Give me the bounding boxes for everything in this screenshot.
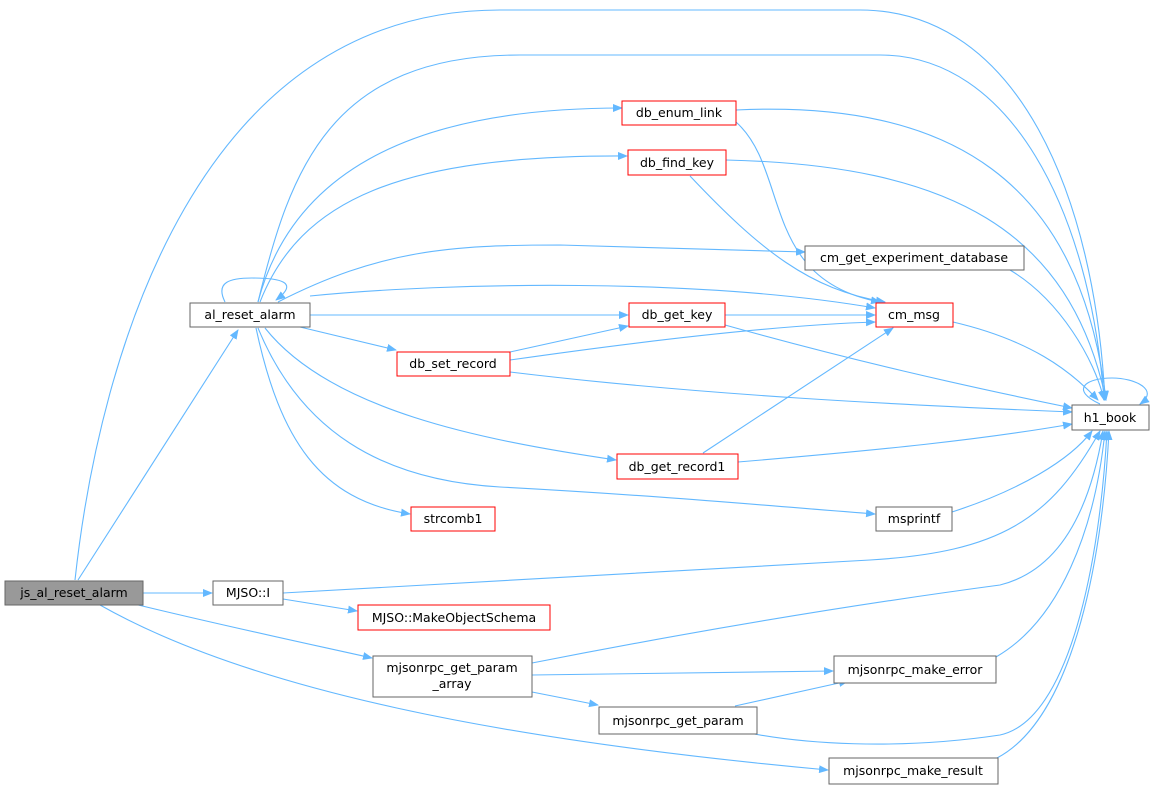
edges bbox=[74, 9, 1150, 774]
node-mjso-makeobjectschema[interactable]: MJSO::MakeObjectSchema bbox=[357, 604, 551, 631]
node-mjsonrpc-get-param[interactable]: mjsonrpc_get_param bbox=[598, 706, 758, 735]
edge-al-to-db-get-record1 bbox=[264, 327, 617, 463]
node-label-line1: mjsonrpc_get_param bbox=[386, 660, 517, 675]
edge-make-result-to-h1-book bbox=[996, 430, 1113, 759]
node-msprintf[interactable]: msprintf bbox=[875, 506, 953, 532]
edge-make-error-to-h1-book bbox=[995, 430, 1109, 658]
node-label: db_enum_link bbox=[636, 105, 723, 120]
edge-enum-link-to-cm-msg bbox=[735, 121, 881, 305]
edge-get-record1-to-cm-msg bbox=[702, 327, 894, 454]
node-db-find-key[interactable]: db_find_key bbox=[627, 149, 727, 176]
node-al-reset-alarm[interactable]: al_reset_alarm bbox=[189, 302, 311, 328]
edge-param-array-to-h1-book bbox=[531, 430, 1106, 664]
edge-param-array-to-get-param bbox=[531, 691, 599, 708]
node-label: db_get_record1 bbox=[629, 459, 726, 474]
edge-find-key-to-h1-book bbox=[725, 159, 1109, 401]
node-js-al-reset-alarm[interactable]: js_al_reset_alarm bbox=[4, 580, 144, 606]
edge-set-record-to-h1-book bbox=[509, 371, 1073, 416]
node-label: db_set_record bbox=[409, 356, 496, 371]
node-label: strcomb1 bbox=[424, 511, 483, 526]
edge-mjso-i-to-make-object-schema bbox=[282, 598, 358, 614]
node-strcomb1[interactable]: strcomb1 bbox=[410, 506, 496, 532]
edge-js-to-h1-book bbox=[74, 9, 1109, 581]
node-mjsonrpc-get-param-array[interactable]: mjsonrpc_get_param _array bbox=[372, 655, 533, 698]
edge-cm-msg-to-h1-book bbox=[952, 321, 1099, 401]
node-label: js_al_reset_alarm bbox=[19, 585, 127, 600]
node-db-enum-link[interactable]: db_enum_link bbox=[621, 100, 737, 126]
edge-al-to-msprintf bbox=[257, 327, 876, 518]
node-label: MJSO::I bbox=[226, 585, 270, 600]
node-label: h1_book bbox=[1084, 410, 1137, 425]
node-label: cm_msg bbox=[888, 307, 940, 322]
edge-get-param-to-h1-book bbox=[734, 430, 1111, 745]
edge-al-to-strcomb1 bbox=[255, 327, 411, 517]
edge-al-to-db-set-record bbox=[299, 326, 397, 352]
node-label: MJSO::MakeObjectSchema bbox=[372, 610, 536, 625]
node-label: mjsonrpc_make_result bbox=[843, 763, 983, 778]
node-cm-get-experiment-database[interactable]: cm_get_experiment_database bbox=[804, 245, 1025, 271]
edge-al-to-cm-get-exp-db bbox=[277, 244, 806, 303]
edge-enum-link-to-h1-book bbox=[735, 108, 1109, 401]
node-db-get-record1[interactable]: db_get_record1 bbox=[616, 453, 739, 480]
edge-msprintf-to-h1-book bbox=[951, 430, 1093, 513]
edge-get-key-to-h1-book bbox=[724, 324, 1073, 411]
node-mjso-i[interactable]: MJSO::I bbox=[212, 580, 284, 606]
node-label: al_reset_alarm bbox=[204, 307, 295, 322]
node-label: mjsonrpc_get_param bbox=[612, 713, 743, 728]
node-db-get-key[interactable]: db_get_key bbox=[628, 302, 726, 328]
edge-h1-book-self bbox=[1083, 377, 1150, 405]
node-h1-book[interactable]: h1_book bbox=[1071, 404, 1150, 431]
node-mjsonrpc-make-error[interactable]: mjsonrpc_make_error bbox=[833, 655, 997, 684]
node-label: msprintf bbox=[888, 511, 941, 526]
edge-al-to-h1-book bbox=[257, 54, 1108, 401]
node-mjsonrpc-make-result[interactable]: mjsonrpc_make_result bbox=[828, 757, 999, 785]
edge-al-to-db-find-key bbox=[259, 151, 628, 303]
edge-get-param-to-make-error bbox=[734, 679, 849, 707]
edge-js-to-make-result bbox=[99, 604, 829, 774]
edge-set-record-to-db-get-key bbox=[509, 324, 629, 353]
edge-al-to-al-self bbox=[221, 277, 288, 303]
node-label: mjsonrpc_make_error bbox=[848, 662, 984, 677]
edge-js-to-al-reset-alarm bbox=[77, 329, 239, 581]
edge-mjso-i-to-h1-book bbox=[282, 430, 1101, 594]
edge-al-to-cm-msg bbox=[309, 284, 876, 311]
node-db-set-record[interactable]: db_set_record bbox=[396, 351, 511, 377]
edge-find-key-to-cm-msg bbox=[689, 175, 886, 305]
node-label: db_find_key bbox=[640, 155, 715, 170]
edge-al-to-db-enum-link bbox=[257, 104, 623, 303]
node-cm-msg[interactable]: cm_msg bbox=[875, 302, 954, 328]
nodes: js_al_reset_alarm al_reset_alarm db_enum… bbox=[4, 100, 1150, 785]
edge-js-to-get-param-array bbox=[129, 602, 373, 660]
node-label: cm_get_experiment_database bbox=[820, 250, 1008, 265]
edge-param-array-to-make-error bbox=[531, 667, 834, 676]
node-label: db_get_key bbox=[642, 307, 713, 322]
node-label-line2: _array bbox=[431, 676, 472, 691]
edge-get-record1-to-h1-book bbox=[737, 421, 1073, 463]
edge-set-record-to-cm-msg bbox=[509, 318, 876, 361]
edge-exp-db-to-h1-book bbox=[1009, 269, 1106, 401]
